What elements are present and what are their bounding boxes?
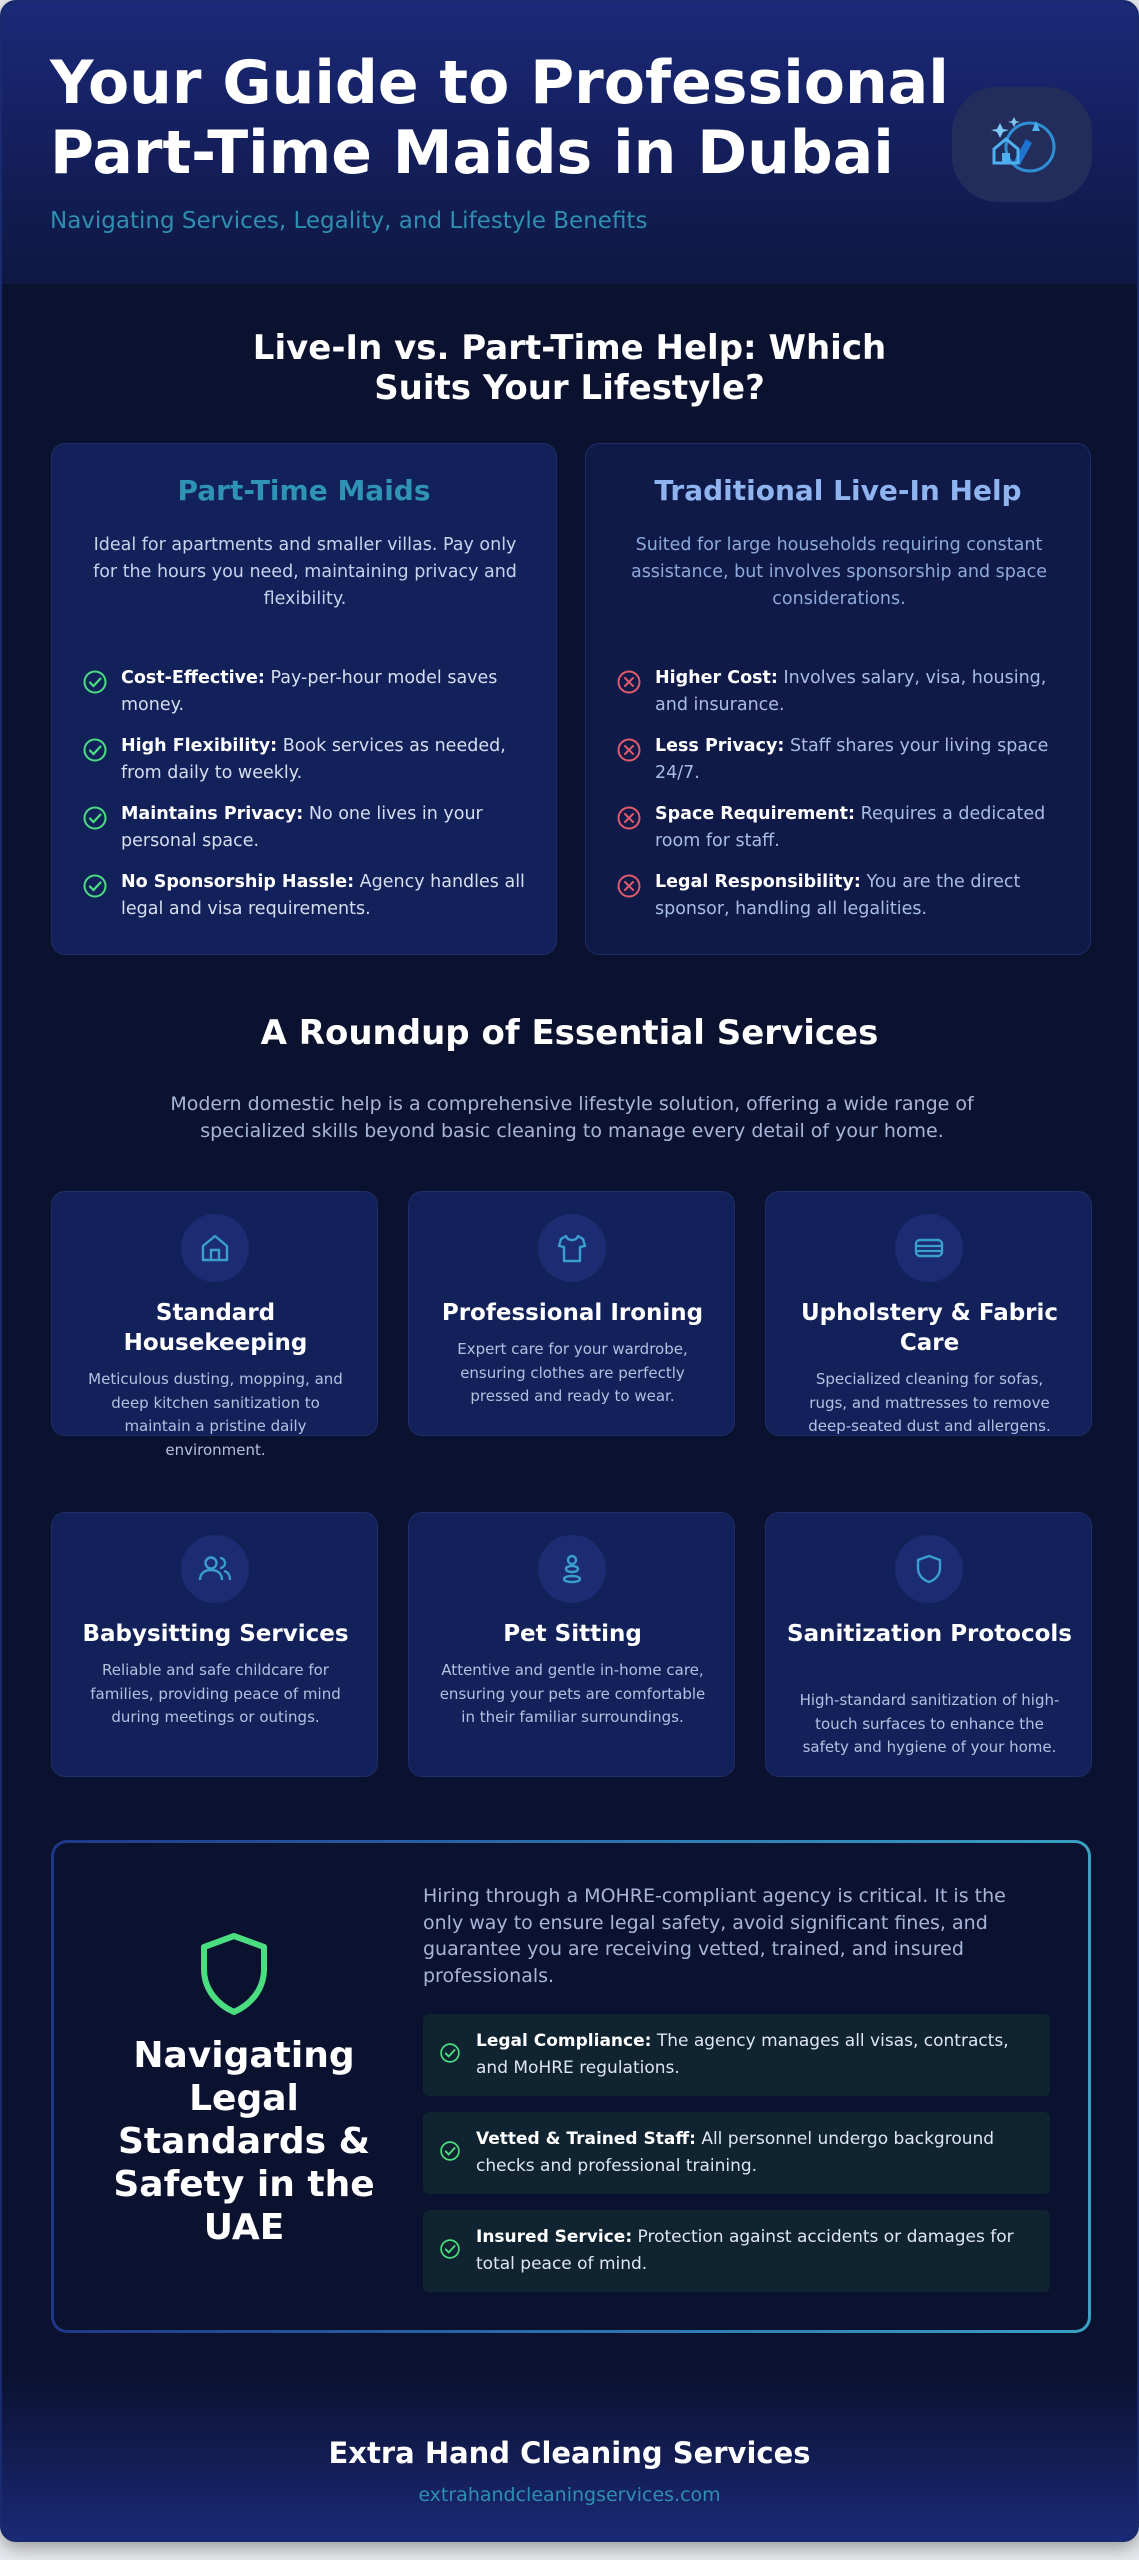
list-item: Higher Cost: Involves salary, visa, hous… [616, 665, 1066, 719]
x-circle-icon [617, 874, 641, 898]
page-title: Your Guide to Professional Part-Time Mai… [50, 48, 949, 188]
item-label: Less Privacy: [655, 736, 785, 756]
item-text: All personnel undergo background checks … [476, 2129, 995, 2176]
list-item: Insured Service: Protection against acci… [423, 2210, 1050, 2292]
item-label: Maintains Privacy: [121, 804, 304, 824]
home-icon [201, 1234, 229, 1262]
list-item: Cost-Effective: Pay-per-hour model saves… [82, 665, 532, 719]
list-item: Vetted & Trained Staff: All personnel un… [423, 2112, 1050, 2194]
footer: Extra Hand Cleaning Services extrahandcl… [2, 2372, 1137, 2540]
list-item: Legal Responsibility: You are the direct… [616, 869, 1066, 923]
check-circle-icon [440, 2239, 460, 2259]
item-text: Staff shares your living space 24/7. [655, 736, 1049, 783]
cleaning-logo-icon [991, 116, 1056, 172]
item-label: Vetted & Trained Staff: [476, 2129, 696, 2149]
users-icon [198, 1556, 232, 1581]
check-circle-icon [83, 806, 107, 830]
sofa-icon [914, 1238, 944, 1258]
item-label: Legal Responsibility: [655, 872, 861, 892]
x-circle-icon [617, 738, 641, 762]
part-time-title: Part-Time Maids [177, 474, 431, 507]
item-text: Pay-per-hour model saves money. [121, 668, 498, 715]
service-card-upholstery: Upholstery & Fabric Care Specialized cle… [765, 1191, 1092, 1436]
website-link[interactable]: extrahandcleaningservices.com [418, 2484, 721, 2506]
check-circle-icon [83, 874, 107, 898]
item-label: Space Requirement: [655, 804, 856, 824]
item-label: Legal Compliance: [476, 2031, 652, 2051]
list-item: Maintains Privacy: No one lives in your … [82, 801, 532, 855]
item-text: Requires a dedicated room for staff. [655, 804, 1046, 851]
service-title: Upholstery & Fabric Care [800, 1300, 1059, 1356]
list-item: Space Requirement: Requires a dedicated … [616, 801, 1066, 855]
part-time-description: Ideal for apartments and smaller villas.… [93, 535, 517, 609]
page-subtitle: Navigating Services, Legality, and Lifes… [50, 208, 648, 234]
legal-intro: Hiring through a MOHRE-compliant agency … [423, 1885, 1006, 1987]
live-in-description: Suited for large households requiring co… [630, 535, 1048, 609]
item-label: Higher Cost: [655, 668, 778, 688]
part-time-card: Part-Time Maids Ideal for apartments and… [51, 443, 557, 955]
item-text: You are the direct sponsor, handling all… [655, 872, 1021, 919]
list-item: No Sponsorship Hassle: Agency handles al… [82, 869, 532, 923]
service-description: Specialized cleaning for sofas, rugs, an… [808, 1370, 1051, 1435]
item-text: Agency handles all legal and visa requir… [121, 872, 525, 919]
list-item: Legal Compliance: The agency manages all… [423, 2014, 1050, 2096]
service-card-ironing: Professional Ironing Expert care for you… [408, 1191, 735, 1436]
company-name: Extra Hand Cleaning Services [328, 2436, 811, 2470]
live-in-card: Traditional Live-In Help Suited for larg… [585, 443, 1091, 955]
legal-section: Navigating Legal Standards & Safety in t… [51, 1840, 1091, 2333]
x-circle-icon [617, 670, 641, 694]
item-text: Book services as needed, from daily to w… [121, 736, 506, 783]
item-text: Protection against accidents or damages … [476, 2227, 1014, 2274]
x-circle-icon [617, 806, 641, 830]
check-circle-icon [83, 738, 107, 762]
item-label: High Flexibility: [121, 736, 278, 756]
comparison-title: Live-In vs. Part-Time Help: Which Suits … [252, 328, 887, 408]
shield-icon [201, 1933, 267, 2015]
service-title: Sanitization Protocols [787, 1621, 1072, 1647]
service-title: Pet Sitting [503, 1621, 642, 1647]
pet-icon [562, 1554, 582, 1584]
item-text: Involves salary, visa, housing, and insu… [655, 668, 1047, 715]
hero-header: Your Guide to Professional Part-Time Mai… [2, 2, 1137, 284]
check-circle-icon [440, 2043, 460, 2063]
service-description: High-standard sanitization of high-touch… [799, 1691, 1060, 1756]
service-title: Babysitting Services [82, 1621, 349, 1647]
list-item: High Flexibility: Book services as neede… [82, 733, 532, 787]
service-title: Professional Ironing [441, 1300, 704, 1326]
service-description: Reliable and safe childcare for families… [90, 1661, 341, 1726]
service-description: Attentive and gentle in-home care, ensur… [439, 1661, 706, 1726]
service-title: Standard Housekeeping [123, 1300, 308, 1356]
service-card-babysitting: Babysitting Services Reliable and safe c… [51, 1512, 378, 1777]
legal-title: Navigating Legal Standards & Safety in t… [113, 2035, 375, 2248]
shield-icon [916, 1554, 942, 1584]
logo-badge [952, 87, 1092, 202]
service-card-pet-sitting: Pet Sitting Attentive and gentle in-home… [408, 1512, 735, 1777]
shirt-icon [557, 1234, 587, 1263]
services-title: A Roundup of Essential Services [260, 1013, 879, 1053]
check-circle-icon [83, 670, 107, 694]
item-text: No one lives in your personal space. [121, 804, 483, 851]
service-description: Expert care for your wardrobe, ensuring … [457, 1340, 688, 1405]
item-text: The agency manages all visas, contracts,… [476, 2031, 1009, 2078]
item-label: Cost-Effective: [121, 668, 265, 688]
item-label: Insured Service: [476, 2227, 633, 2247]
services-intro: Modern domestic help is a comprehensive … [170, 1093, 974, 1142]
check-circle-icon [440, 2141, 460, 2161]
item-label: No Sponsorship Hassle: [121, 872, 355, 892]
service-card-sanitization: Sanitization Protocols High-standard san… [765, 1512, 1092, 1777]
list-item: Less Privacy: Staff shares your living s… [616, 733, 1066, 787]
live-in-title: Traditional Live-In Help [654, 474, 1022, 507]
service-description: Meticulous dusting, mopping, and deep ki… [88, 1370, 343, 1459]
service-card-housekeeping: Standard Housekeeping Meticulous dusting… [51, 1191, 378, 1459]
